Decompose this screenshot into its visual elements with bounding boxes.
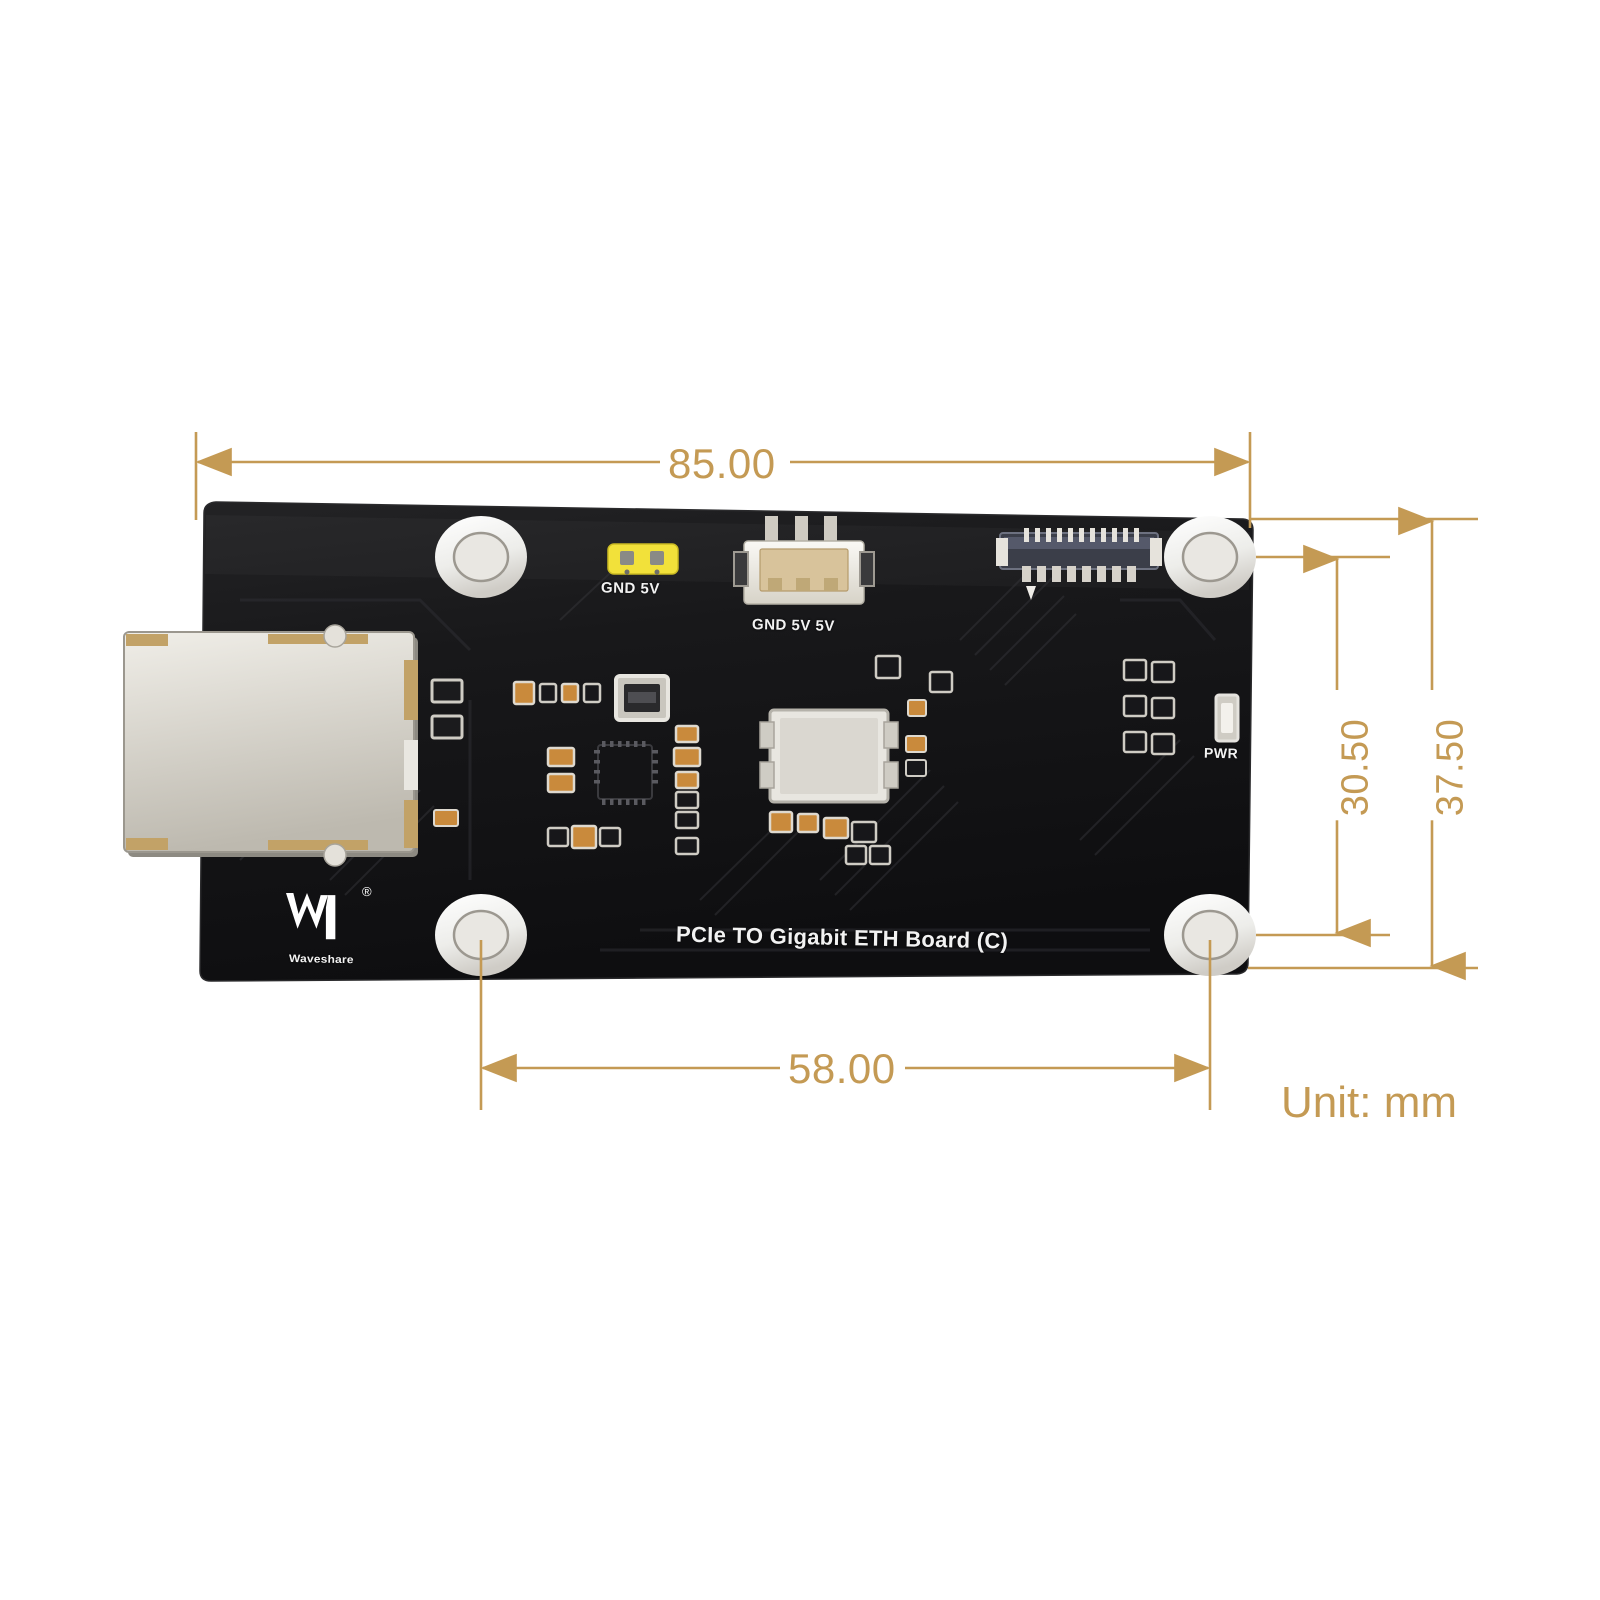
dimension-label-height-outer: 37.50	[1423, 714, 1479, 821]
yellow-2pin-header	[607, 543, 679, 575]
silkscreen-header-label: GND 5V	[600, 579, 661, 598]
qfn-controller-ic	[594, 741, 658, 805]
dimension-label-bottom-span: 58.00	[780, 1045, 904, 1093]
waveshare-logo-icon	[286, 893, 336, 940]
dimension-label-height-inner: 30.50	[1328, 714, 1384, 821]
crystal-oscillator	[614, 674, 670, 722]
silkscreen-jst-label: GND 5V 5V	[751, 616, 836, 635]
pcb-substrate	[199, 501, 1254, 982]
rj45-ethernet-jack	[123, 624, 418, 867]
power-led	[1214, 693, 1240, 743]
pcb-trace-outlines	[240, 598, 1217, 952]
smd-passive-components	[430, 654, 1176, 866]
dimension-label-top-width: 85.00	[660, 440, 784, 488]
fpc-ribbon-connector	[996, 528, 1162, 600]
mounting-hole-top-left	[435, 516, 527, 598]
mounting-hole-bottom-left	[435, 894, 527, 976]
unit-note: Unit: mm	[1281, 1078, 1457, 1127]
mounting-hole-bottom-right	[1164, 894, 1256, 976]
silkscreen-brand-word: Waveshare	[288, 952, 354, 966]
registered-trademark-icon: ®	[362, 884, 372, 899]
mounting-hole-top-right	[1164, 516, 1256, 598]
lan-magnetics-transformer	[759, 708, 899, 804]
white-jst-connector	[733, 516, 875, 605]
silkscreen-pwr-label: PWR	[1203, 744, 1239, 762]
